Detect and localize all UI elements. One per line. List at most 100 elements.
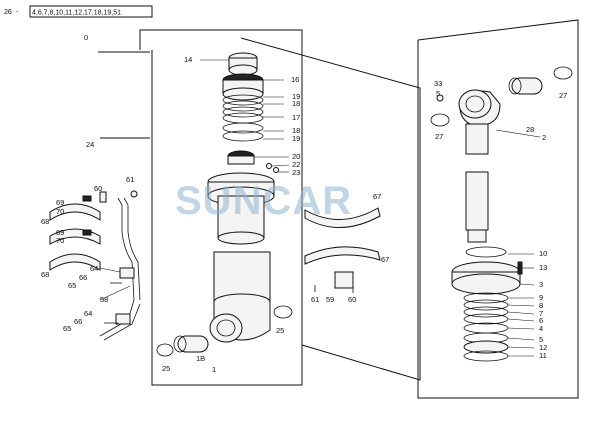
callout-64a: 64 — [90, 264, 98, 273]
block-64b — [115, 313, 131, 325]
callout-66b: 66 — [74, 317, 82, 326]
callout-0: 0 — [84, 33, 88, 42]
callout-8: 8 — [539, 301, 543, 310]
callout-16: 16 — [291, 75, 299, 84]
callout-33: 33 — [434, 79, 442, 88]
header-box — [29, 5, 153, 18]
header-prefix: 26 — [4, 9, 12, 16]
seal-ring-18b — [222, 122, 264, 134]
callout-5: 5 — [436, 89, 440, 98]
callout-61b: 61 — [311, 295, 319, 304]
callout-7: 7 — [539, 309, 543, 318]
rod-frame — [417, 19, 579, 399]
seal-6 — [463, 313, 509, 325]
bolt-69a — [82, 195, 92, 202]
callout-25b: 25 — [276, 326, 284, 335]
callout-58: 58 — [100, 295, 108, 304]
pipe-upper-edge — [123, 197, 141, 301]
head-sleeve-bottom — [217, 231, 265, 245]
callout-60a: 60 — [94, 184, 102, 193]
callout-2: 2 — [542, 133, 546, 142]
callout-18b: 18 — [292, 126, 300, 135]
callout-13: 13 — [539, 263, 547, 272]
pipe-lower-edge — [103, 303, 141, 341]
base-eye-hole — [216, 319, 236, 337]
seal-ring-19a — [222, 94, 264, 106]
callout-64b: 64 — [84, 309, 92, 318]
callout-5b: 5 — [539, 335, 543, 344]
seal-ring-19b — [222, 130, 264, 142]
small-ball-23 — [273, 167, 279, 173]
block-64a — [119, 267, 135, 279]
callout-68b: 68 — [41, 270, 49, 279]
pipe-upper — [117, 197, 135, 301]
callout-27b: 27 — [435, 132, 443, 141]
bushing-28-end — [508, 77, 522, 95]
callout-6: 6 — [539, 316, 543, 325]
callout-19b: 19 — [292, 134, 300, 143]
callout-27a: 27 — [559, 91, 567, 100]
seal-ring-17b — [222, 112, 264, 124]
leader-lines — [99, 59, 541, 357]
clamp-67b — [304, 246, 381, 265]
oring-61a — [130, 190, 138, 198]
callout-1: 1 — [212, 365, 216, 374]
callout-25a: 25 — [162, 364, 170, 373]
callout-70a: 70 — [56, 207, 64, 216]
rod-eye-boss — [458, 89, 492, 119]
callout-20: 20 — [292, 152, 300, 161]
callout-59: 59 — [326, 295, 334, 304]
bolt-69b — [82, 229, 92, 236]
middle-clamps — [304, 207, 381, 293]
callout-12: 12 — [539, 343, 547, 352]
bushing-1b — [177, 335, 209, 353]
callout-65a: 65 — [68, 281, 76, 290]
clamp-68a — [49, 203, 101, 221]
callout-70b: 70 — [56, 236, 64, 245]
callout-67a: 67 — [373, 192, 381, 201]
rod-head-bottom — [451, 273, 521, 295]
piston-bottom — [222, 87, 264, 101]
callout-60b: 60 — [348, 295, 356, 304]
ring-25b — [273, 305, 293, 319]
bushing-1b-end — [173, 335, 187, 353]
callout-9: 9 — [539, 293, 543, 302]
ring-27a — [553, 66, 573, 80]
callout-10: 10 — [539, 249, 547, 258]
rod-assembly — [430, 66, 573, 362]
seal-10 — [465, 246, 507, 258]
rod-thread — [467, 229, 487, 243]
callout-11: 11 — [539, 351, 547, 360]
clamp-68b — [49, 253, 101, 271]
assembly-frames — [98, 19, 579, 399]
callout-18a: 18 — [292, 99, 300, 108]
bolt-13 — [517, 261, 523, 275]
head-sleeve — [217, 195, 265, 239]
seal-ring-17a — [222, 106, 264, 118]
callout-66a: 66 — [79, 273, 87, 282]
callout-17: 17 — [292, 113, 300, 122]
watermark: SUNCAR — [175, 179, 352, 223]
callout-22: 22 — [292, 160, 300, 169]
header-reference: 26 - 4,6,7,8,10,11,12,17,18,19,51 — [4, 5, 153, 18]
callout-61a: 61 — [126, 175, 134, 184]
seal-4 — [463, 322, 509, 334]
callout-65b: 65 — [63, 324, 71, 333]
ring-25a — [156, 343, 174, 357]
left-pipes — [49, 190, 141, 341]
fitting-60a — [99, 191, 107, 203]
rod-eye-hole — [465, 95, 485, 113]
header-dash: - — [16, 9, 19, 16]
callout-24: 24 — [86, 140, 94, 149]
header-items: 4,6,7,8,10,11,12,17,18,19,51 — [32, 10, 121, 17]
callout-19a: 19 — [292, 92, 300, 101]
seal-ring-18a — [222, 100, 264, 112]
callout-28: 28 — [526, 125, 534, 134]
callout-68a: 68 — [41, 217, 49, 226]
rod-neck — [465, 123, 489, 155]
callout-1b: 1B — [196, 354, 205, 363]
callout-69a: 69 — [56, 198, 64, 207]
nut-body — [227, 155, 255, 165]
callout-14: 14 — [184, 55, 192, 64]
cylinder-frame — [139, 29, 303, 386]
